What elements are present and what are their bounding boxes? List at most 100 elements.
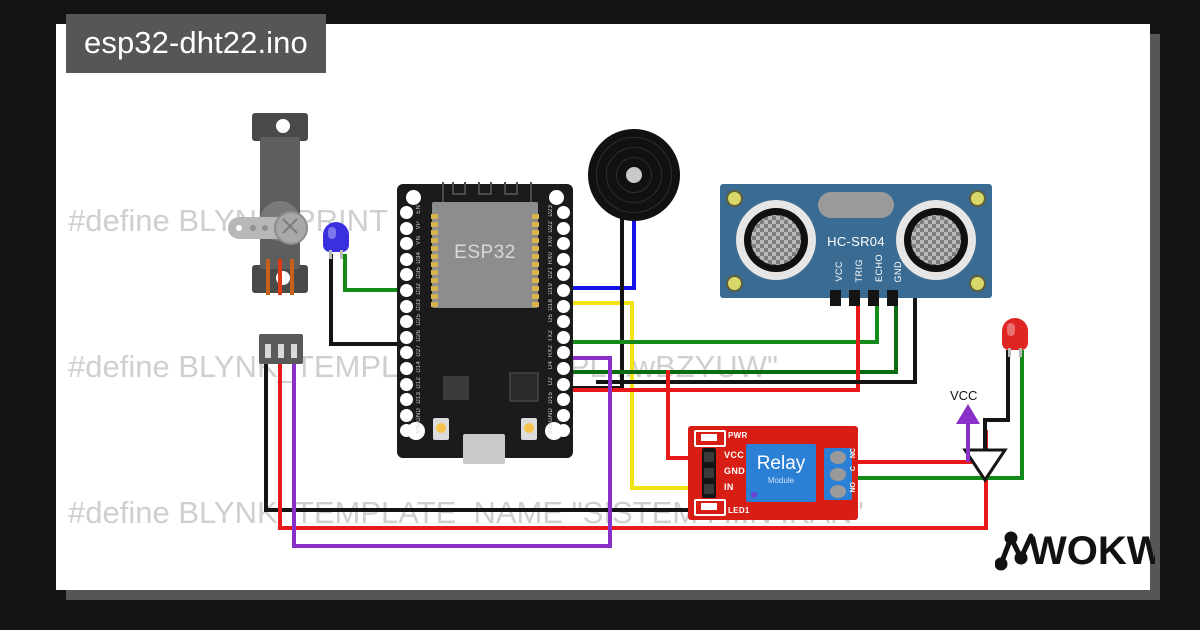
pin: 3V3 xyxy=(545,423,571,440)
servo-tab-top xyxy=(252,113,308,141)
piezo-buzzer[interactable] xyxy=(588,129,680,221)
voltage-regulator xyxy=(443,376,469,400)
relay-pin-in: IN xyxy=(724,482,734,492)
pin-label: EN xyxy=(416,205,422,214)
pin: VIN xyxy=(399,423,425,440)
pin: D23 xyxy=(545,205,571,222)
relay-body: Relay Module xyxy=(746,444,816,502)
pin-label: D21 xyxy=(548,267,554,279)
pin: D32 xyxy=(399,283,425,300)
esp32-shield: ESP32 xyxy=(432,202,538,308)
en-button[interactable] xyxy=(521,418,537,440)
pin: EN xyxy=(399,205,425,222)
code-line: #define BLYNK_TEMPLATE_ID "TMPL...wBZYUW… xyxy=(68,348,778,384)
relay-header[interactable] xyxy=(702,448,716,498)
pin-label: D19 xyxy=(548,282,554,295)
pin-label: VIN xyxy=(416,423,422,434)
servo-hub xyxy=(274,211,308,245)
pin: D13 xyxy=(399,392,425,409)
pin-label: D15 xyxy=(548,392,554,404)
chip-pads xyxy=(532,214,539,314)
status-led xyxy=(694,499,726,516)
hcsr04-label: HC-SR04 xyxy=(827,234,885,249)
micro-usb-port[interactable] xyxy=(463,434,505,464)
wifi-antenna-trace xyxy=(442,182,532,202)
mount-hole xyxy=(406,190,421,205)
esp32-board[interactable]: ESP32 EN VP VN D34 D35 D32 D33 D25 D26 D… xyxy=(397,182,573,464)
servo-connector[interactable] xyxy=(259,334,303,364)
diagram-canvas[interactable]: #define BLYNK_PRINT Serial #define BLYNK… xyxy=(56,24,1150,590)
receiver-can xyxy=(896,200,976,280)
relay-pin-vcc: VCC xyxy=(724,450,745,460)
usb-uart-chip xyxy=(509,372,539,402)
pin-label: D35 xyxy=(416,267,422,279)
pin: RX2 xyxy=(545,345,571,362)
mount-hole xyxy=(549,190,564,205)
servo-lead-brown xyxy=(266,259,270,295)
pin-label: D23 xyxy=(548,205,554,217)
pin-label: RX2 xyxy=(548,345,554,358)
pin-label: D25 xyxy=(416,314,422,326)
pin-label: D34 xyxy=(416,251,422,264)
relay-pin-gnd: GND xyxy=(724,466,746,476)
pin: D15 xyxy=(545,392,571,409)
filename-chip: esp32-dht22.ino xyxy=(66,14,326,73)
chip-pads xyxy=(431,214,438,314)
relay-terminal-block[interactable] xyxy=(824,448,852,500)
esp32-label: ESP32 xyxy=(454,242,516,263)
hcsr04-module[interactable]: HC-SR04 VCC TRIG ECHO GND xyxy=(720,184,992,306)
terminal-c: C xyxy=(850,466,857,472)
pin: GND xyxy=(399,408,425,425)
esp32-right-pins[interactable]: D23 D22 TX0 RX0 D21 D19 D18 D5 TX2 RX2 D… xyxy=(545,205,571,442)
pin-label: D12 xyxy=(416,376,422,389)
led1-label: LED1 xyxy=(728,506,750,515)
wokwi-logo: WOKWi xyxy=(994,524,1175,577)
pin-label: VN xyxy=(416,236,422,245)
boot-button[interactable] xyxy=(433,418,449,440)
pin: VN xyxy=(399,236,425,253)
pin-label: D22 xyxy=(548,220,554,233)
pin-label: GND xyxy=(548,407,554,422)
hcsr04-pin-label: VCC xyxy=(834,261,844,282)
relay-subtitle: Module xyxy=(767,476,795,485)
pin-label: 3V3 xyxy=(548,423,554,435)
blue-led[interactable] xyxy=(323,222,349,259)
mount-hole xyxy=(969,190,986,207)
power-led xyxy=(694,430,726,447)
code-line: #define BLYNK_TEMPLATE_NAME "SISTEM P...… xyxy=(68,494,864,530)
esp32-left-pins[interactable]: EN VP VN D34 D35 D32 D33 D25 D26 D27 D14… xyxy=(399,205,425,442)
transmitter-can xyxy=(736,200,816,280)
pin-label: D33 xyxy=(416,298,422,311)
pin-label: D27 xyxy=(416,345,422,357)
pin: TX2 xyxy=(545,329,571,347)
hcsr04-pin-label: ECHO xyxy=(874,253,884,282)
mount-hole xyxy=(969,275,986,292)
terminal-no: NO xyxy=(850,482,857,493)
servo-lead-red xyxy=(278,259,282,295)
pin-label: TX2 xyxy=(548,329,554,342)
servo-motor[interactable] xyxy=(228,113,308,325)
pin: D25 xyxy=(399,314,425,331)
pwr-label: PWR xyxy=(728,431,748,440)
buzzer-center xyxy=(626,167,642,183)
crystal xyxy=(818,192,894,218)
pin: D14 xyxy=(399,360,425,378)
mount-hole xyxy=(726,190,743,207)
pin-label: VP xyxy=(416,220,422,229)
pin-label: D13 xyxy=(416,392,422,404)
led-leg xyxy=(1008,348,1011,357)
led-leg xyxy=(340,250,343,259)
wokwi-wordmark: WOKWi xyxy=(1029,529,1155,572)
pin-label: D5 xyxy=(548,314,554,323)
pin: GND xyxy=(545,407,571,425)
red-led[interactable] xyxy=(1002,318,1028,357)
pin: D18 xyxy=(545,299,571,316)
pin-label: D14 xyxy=(416,360,422,373)
relay-module[interactable]: PWR LED1 VCC GND IN Relay Module NC C NO xyxy=(688,426,858,520)
pin-label: D26 xyxy=(416,329,422,342)
pin-label: RX0 xyxy=(548,251,554,265)
pin-label: D2 xyxy=(548,376,554,385)
led-bulb xyxy=(323,222,349,252)
hcsr04-header[interactable] xyxy=(830,290,898,306)
led-leg xyxy=(329,250,332,259)
